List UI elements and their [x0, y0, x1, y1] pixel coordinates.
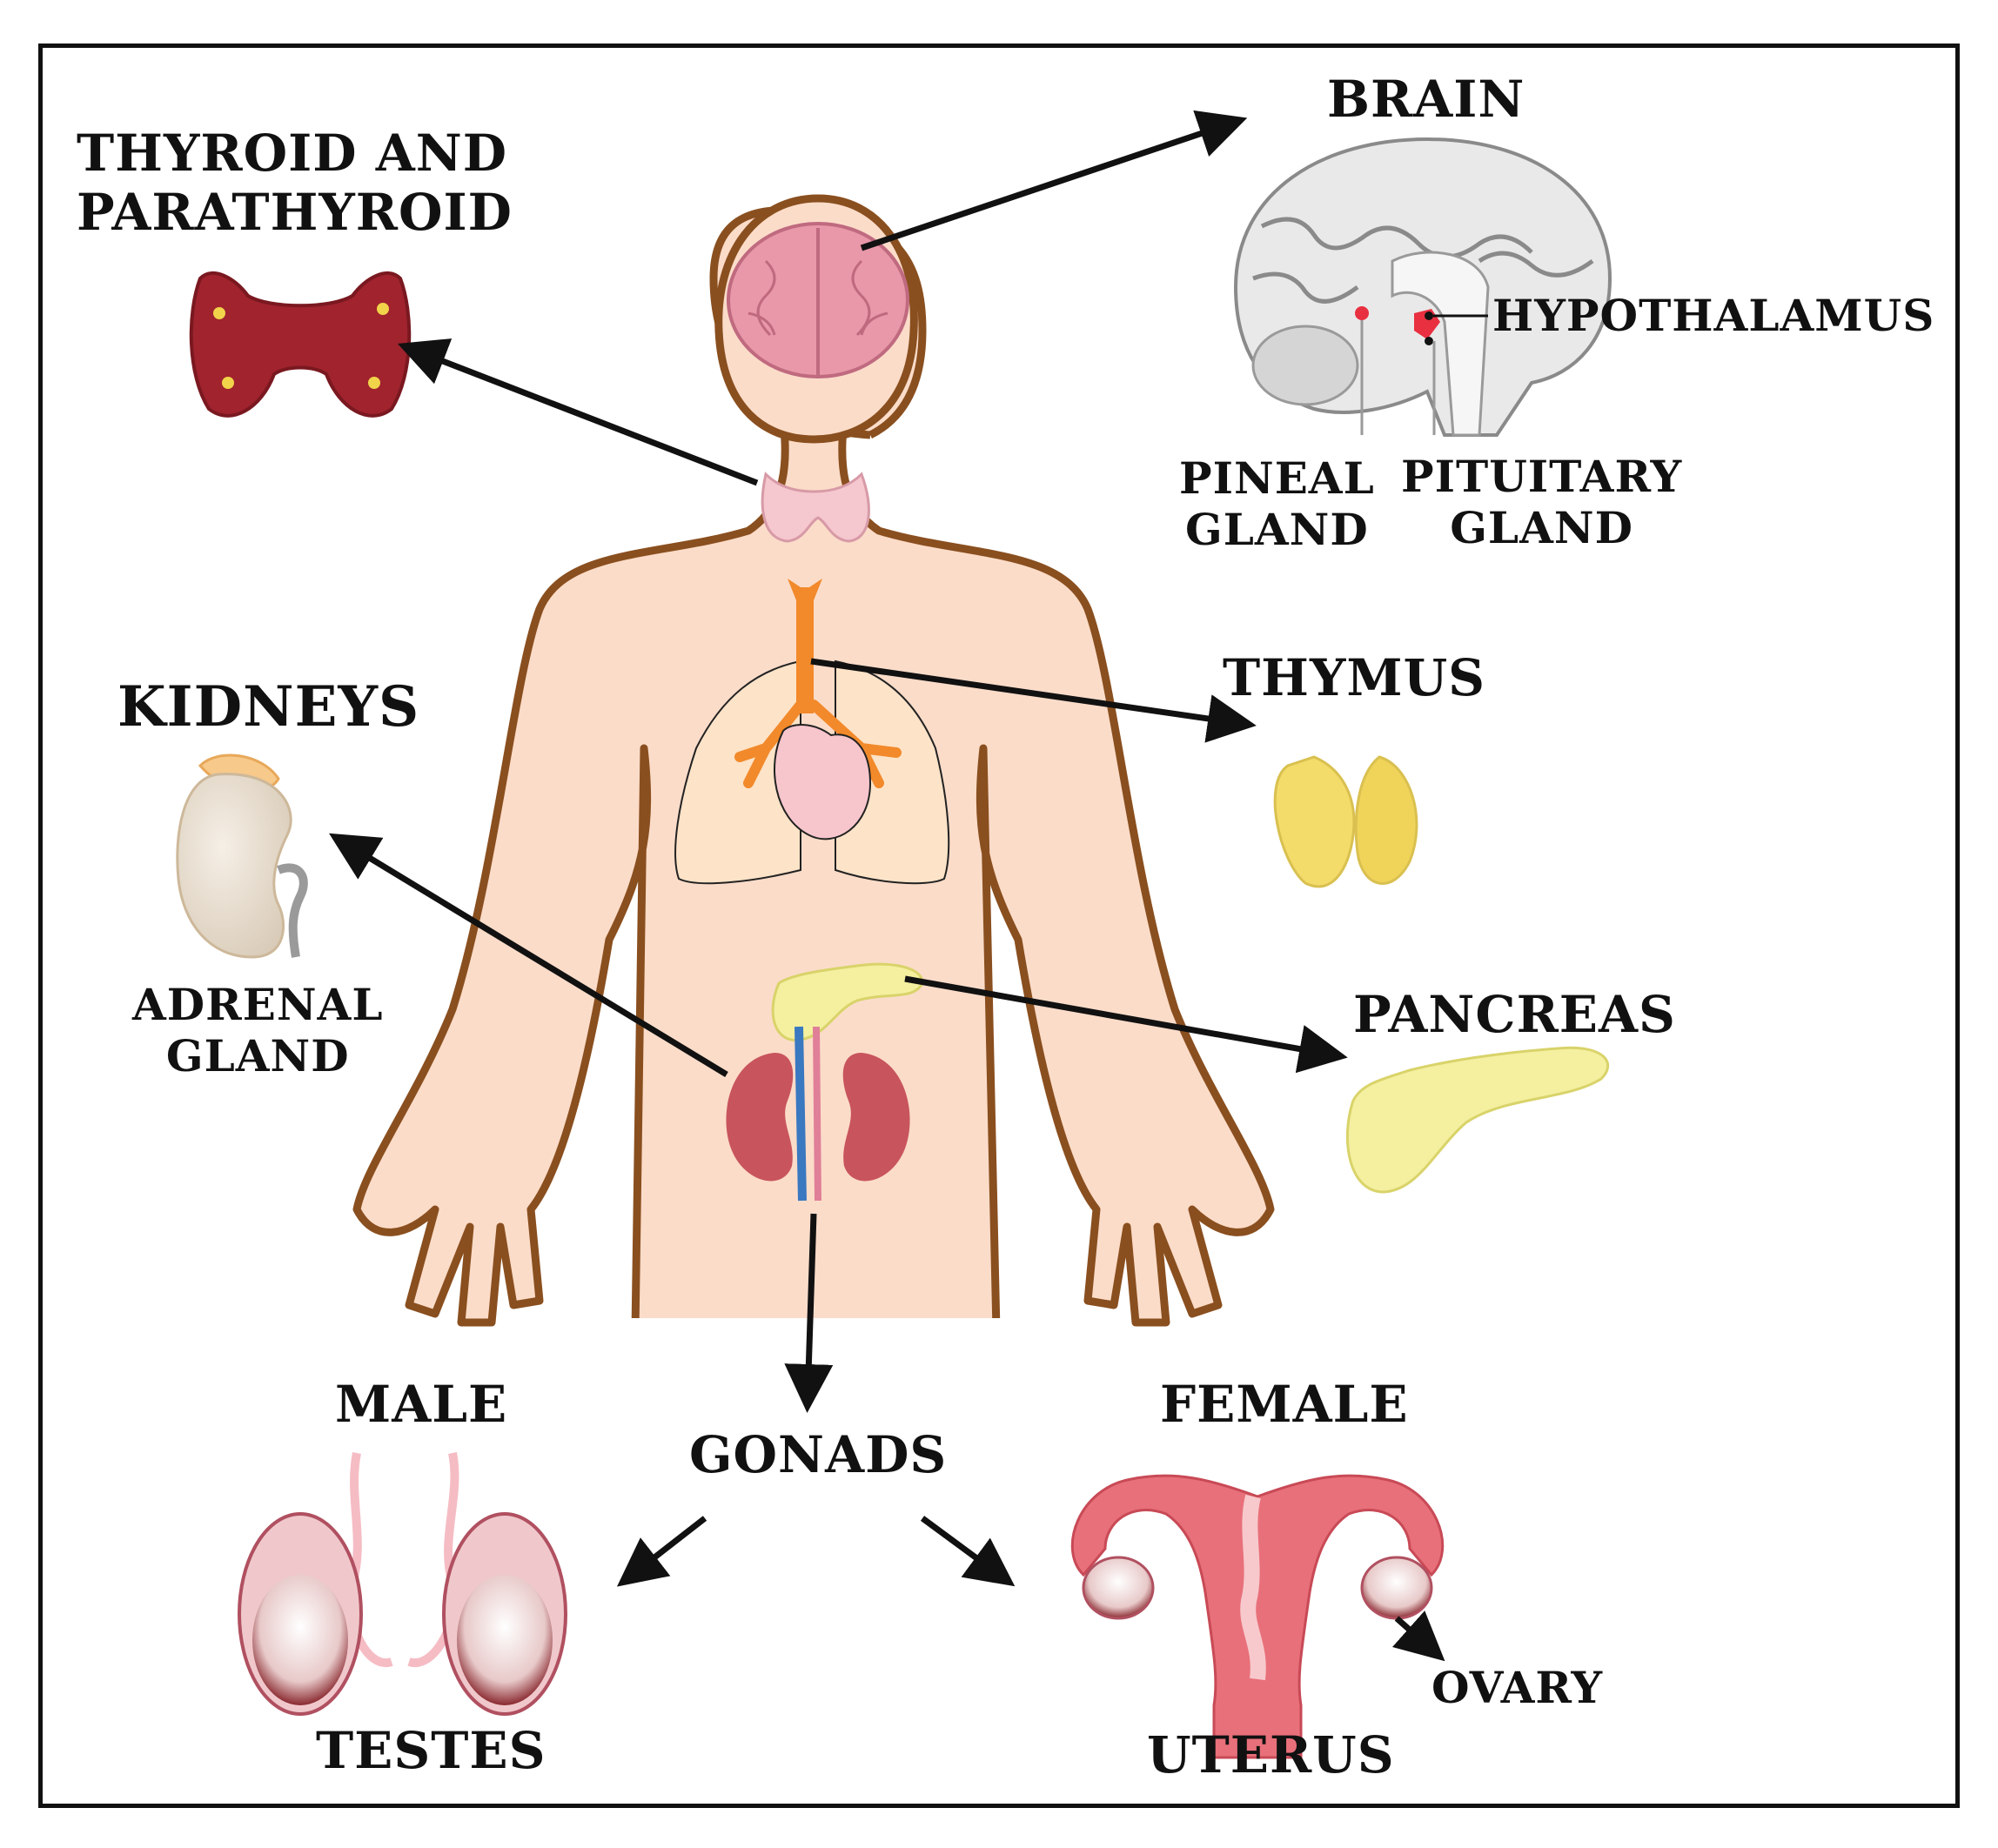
arrow-to-ovary	[1392, 1610, 1445, 1662]
label-thyroid: THYROID AND PARATHYROID	[77, 124, 513, 243]
arrow-to-male	[616, 1516, 707, 1587]
brain-organ-icon	[1233, 137, 1612, 437]
kidneys-abdomen-icon	[726, 1026, 910, 1202]
label-female: FEMALE	[1160, 1375, 1409, 1434]
uterus-organ-icon	[1070, 1474, 1445, 1759]
thyroid-organ-icon	[189, 271, 412, 418]
arrow-to-thymus	[810, 658, 1257, 743]
thyroid-neck-icon	[761, 472, 870, 543]
arrow-to-thyroid	[397, 338, 759, 486]
brain-head-icon	[727, 222, 909, 378]
label-uterus: UTERUS	[1147, 1725, 1395, 1784]
arrow-to-kidneys	[329, 833, 728, 1077]
testes-organ-icon	[238, 1452, 567, 1716]
label-thymus: THYMUS	[1223, 648, 1486, 707]
label-pancreas: PANCREAS	[1353, 985, 1676, 1044]
label-brain: BRAIN	[1327, 70, 1525, 129]
label-pineal-gland: PINEAL GLAND	[1179, 452, 1375, 555]
arrows	[329, 110, 1445, 1662]
pancreas-organ-icon	[1345, 1046, 1610, 1194]
arrow-to-pancreas	[904, 975, 1348, 1074]
label-testes: TESTES	[316, 1721, 546, 1780]
label-ovary: OVARY	[1431, 1662, 1604, 1713]
label-male: MALE	[335, 1375, 508, 1434]
arrow-to-gonads	[784, 1213, 834, 1413]
kidney-adrenal-organ-icon	[176, 753, 308, 959]
label-kidneys: KIDNEYS	[117, 674, 420, 740]
chest-organs-icon	[674, 579, 950, 885]
arrow-to-female	[920, 1516, 1016, 1587]
label-hypothalamus: HYPOTHALAMUS	[1492, 290, 1935, 341]
thymus-organ-icon	[1273, 755, 1418, 888]
arrow-to-brain	[860, 110, 1248, 251]
label-adrenal-gland: ADRENAL GLAND	[132, 979, 384, 1081]
label-gonads: GONADS	[689, 1425, 948, 1484]
pancreas-abdomen-icon	[771, 962, 924, 1041]
label-pituitary-gland: PITUITARY GLAND	[1401, 451, 1683, 553]
